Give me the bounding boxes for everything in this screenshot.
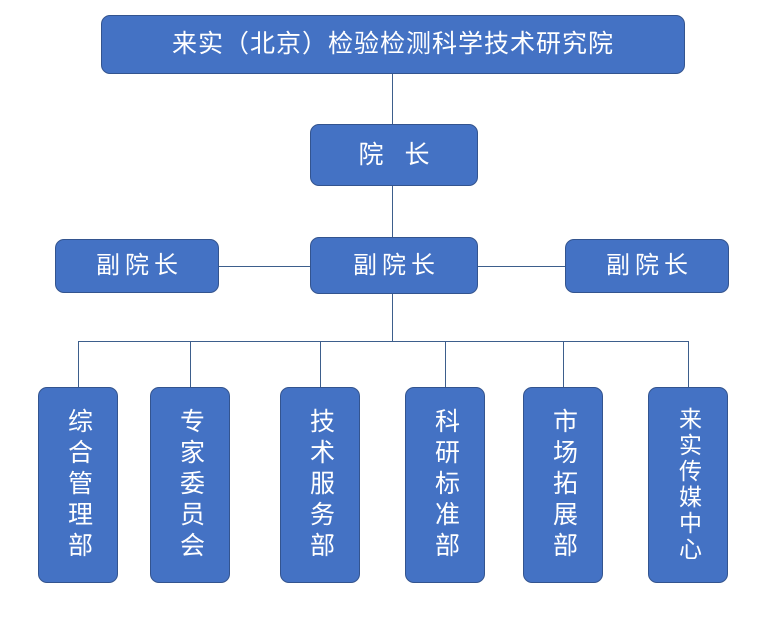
node-department-research-standards[interactable]: 科研标准部 (405, 387, 485, 583)
node-department-general-management-label: 综合管理部 (64, 407, 93, 563)
node-department-expert-committee-label: 专家委员会 (176, 407, 205, 563)
node-department-market-development[interactable]: 市场拓展部 (523, 387, 603, 583)
connector-root-to-director (392, 74, 393, 124)
connector-bus-to-dept-6 (688, 341, 689, 387)
node-institute-root[interactable]: 来实（北京）检验检测科学技术研究院 (101, 15, 685, 74)
node-department-expert-committee[interactable]: 专家委员会 (150, 387, 230, 583)
connector-deputy-center-to-left (218, 266, 310, 267)
connector-deputy-center-to-right (478, 266, 565, 267)
node-institute-root-label: 来实（北京）检验检测科学技术研究院 (171, 30, 614, 59)
connector-bus-to-dept-2 (190, 341, 191, 387)
node-department-market-development-label: 市场拓展部 (549, 407, 578, 563)
node-department-general-management[interactable]: 综合管理部 (38, 387, 118, 583)
connector-director-to-deputy (392, 186, 393, 237)
node-deputy-director-right[interactable]: 副院长 (565, 239, 729, 293)
node-department-laishi-media-center[interactable]: 来实传媒中心 (648, 387, 728, 583)
node-deputy-director-left[interactable]: 副院长 (55, 239, 219, 293)
node-director-label: 院 长 (358, 140, 437, 169)
node-deputy-director-center-label: 副院长 (353, 251, 440, 279)
node-deputy-director-center[interactable]: 副院长 (310, 237, 478, 294)
node-director[interactable]: 院 长 (310, 124, 478, 186)
connector-deputy-to-bus (392, 294, 393, 341)
node-department-technical-service[interactable]: 技术服务部 (280, 387, 360, 583)
department-bus-line (78, 341, 688, 342)
connector-bus-to-dept-1 (78, 341, 79, 387)
node-deputy-director-left-label: 副院长 (96, 252, 183, 280)
node-department-technical-service-label: 技术服务部 (306, 407, 335, 563)
node-department-research-standards-label: 科研标准部 (431, 407, 460, 563)
connector-bus-to-dept-3 (320, 341, 321, 387)
node-deputy-director-right-label: 副院长 (606, 252, 693, 280)
connector-bus-to-dept-4 (445, 341, 446, 387)
connector-bus-to-dept-5 (563, 341, 564, 387)
node-department-laishi-media-center-label: 来实传媒中心 (675, 407, 702, 563)
